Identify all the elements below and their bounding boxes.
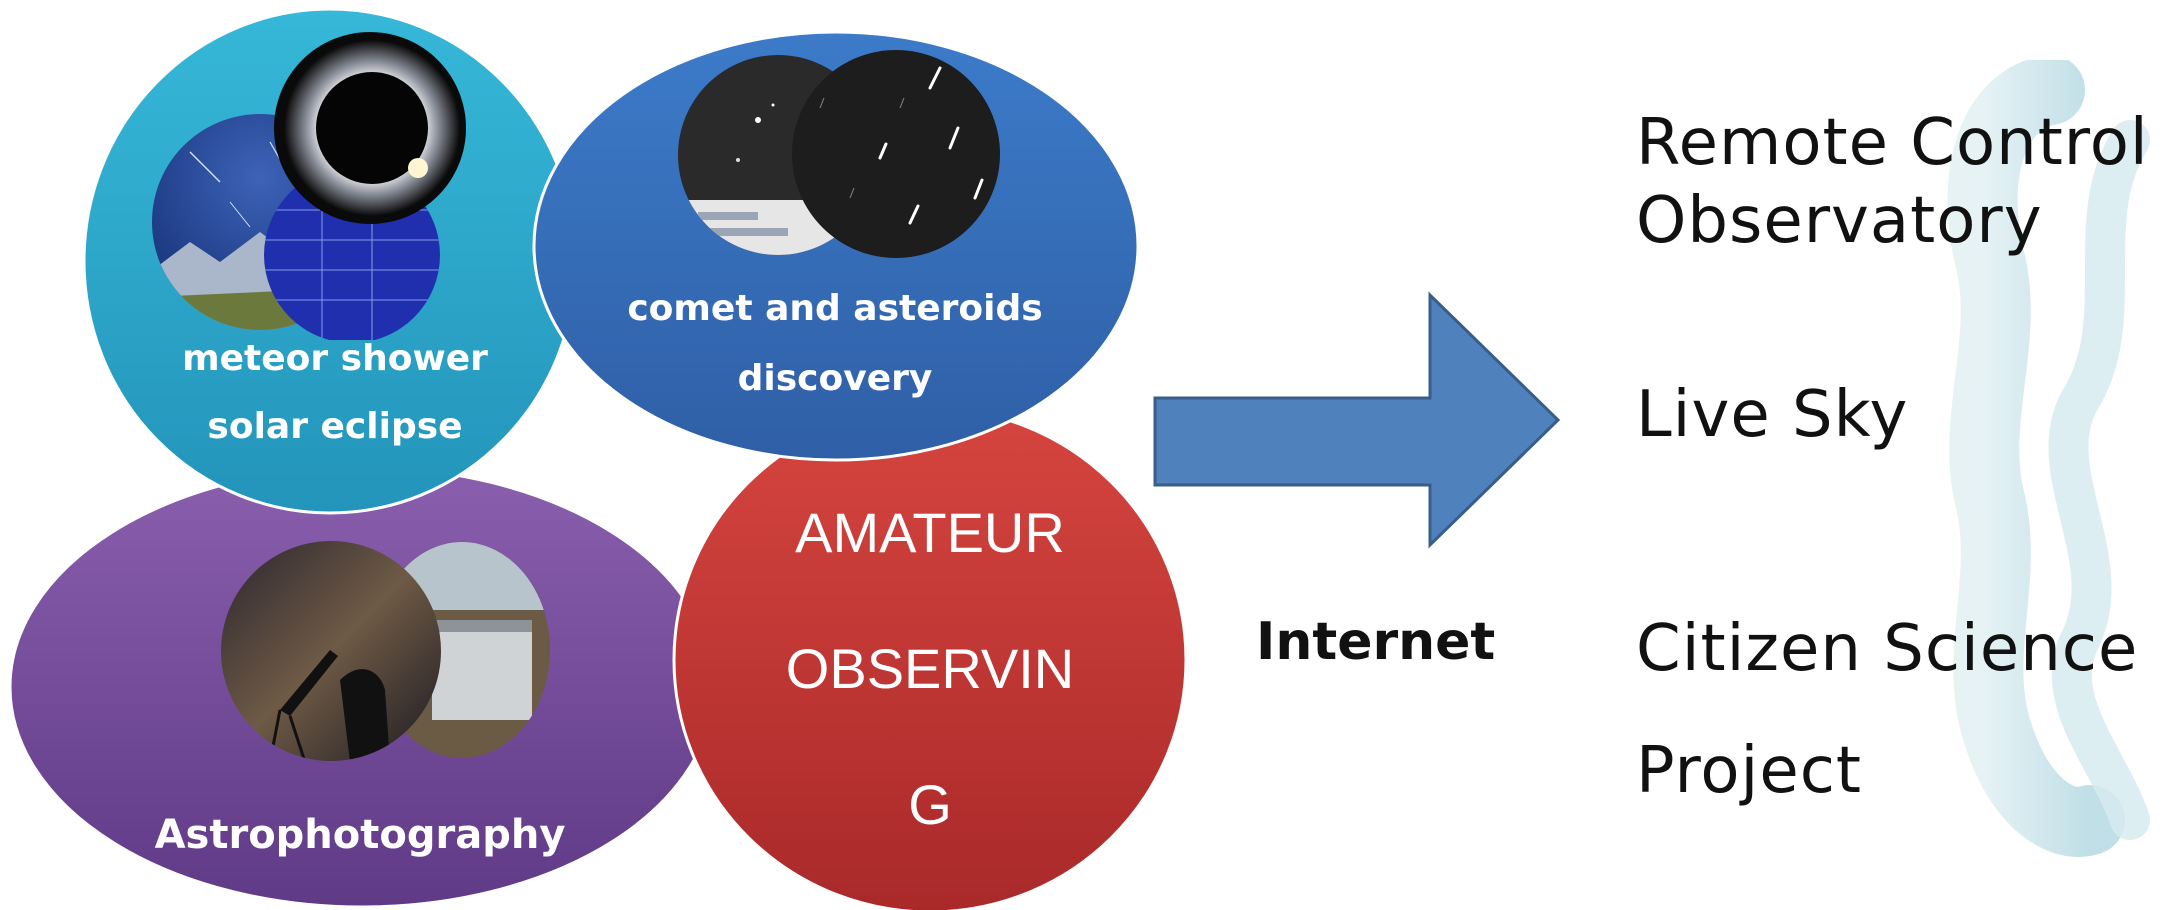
solar-eclipse-photo <box>274 32 466 224</box>
observing-g-label: G <box>908 773 952 836</box>
observatory-text: Observatory <box>1636 184 2043 258</box>
live-sky-text: Live Sky <box>1636 378 1909 452</box>
china-vo-watermark <box>1947 60 2150 857</box>
astrophotography-label: Astrophotography <box>154 812 566 858</box>
discovery-label: discovery <box>737 358 933 399</box>
project-text: Project <box>1636 734 1862 808</box>
comet-asteroids-label: comet and asteroids <box>627 288 1043 329</box>
milky-way-photo <box>221 541 441 761</box>
internet-label: Internet <box>1256 612 1496 672</box>
remote-control-text: Remote Control <box>1636 106 2149 180</box>
meteor-shower-label: meteor shower <box>182 338 488 379</box>
solar-eclipse-label: solar eclipse <box>207 406 463 447</box>
citizen-science-text: Citizen Science <box>1636 612 2139 686</box>
asteroid-streak-photo <box>792 50 1000 258</box>
amateur-label: AMATEUR <box>795 501 1065 564</box>
right-arrow-icon <box>1153 291 1561 549</box>
observing-label: OBSERVIN <box>785 637 1075 700</box>
